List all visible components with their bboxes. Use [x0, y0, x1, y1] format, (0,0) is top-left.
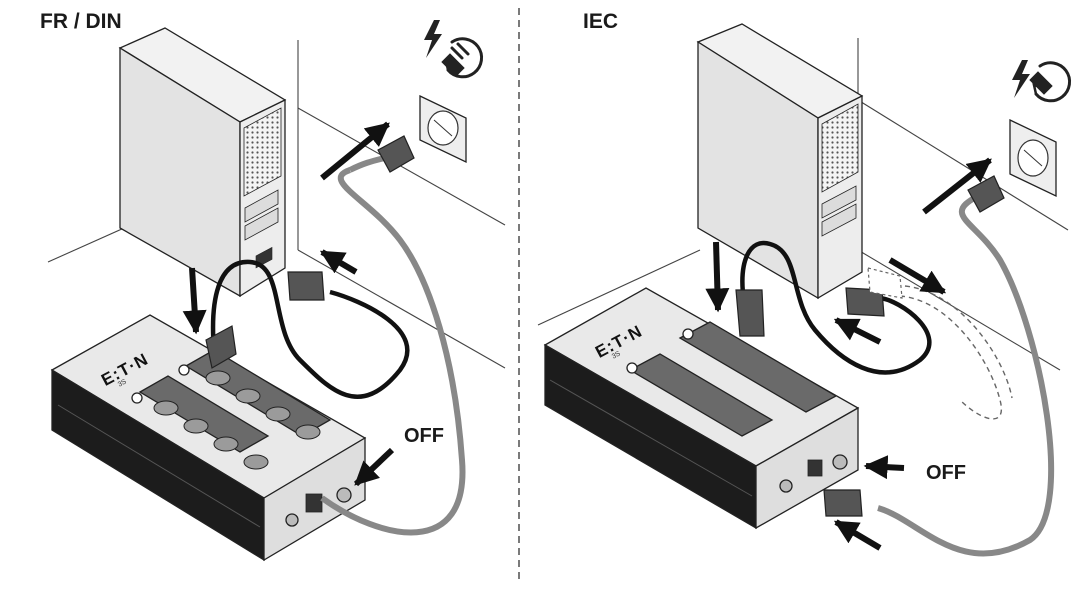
- power-plug-icon: [441, 37, 484, 79]
- power-plug-icon: [1029, 61, 1072, 103]
- panel-title-right: IEC: [583, 10, 619, 33]
- off-label-left: OFF: [404, 425, 444, 447]
- wall-outlet: [1009, 118, 1057, 198]
- lightning-icon: [424, 20, 442, 58]
- panel-title-left: FR / DIN: [40, 10, 122, 33]
- computer-tower: [696, 23, 864, 300]
- plugs: [205, 135, 415, 369]
- wall-outlet: [419, 94, 467, 164]
- ups-device: [50, 314, 367, 562]
- arrows: [182, 121, 395, 487]
- plugs: [735, 175, 1005, 517]
- arrows: [705, 157, 992, 551]
- ups-device: [543, 287, 860, 530]
- lightning-icon: [1012, 60, 1030, 98]
- left-panel: [47, 20, 506, 562]
- off-label-right: OFF: [926, 462, 966, 484]
- right-panel: [537, 23, 1072, 557]
- computer-tower: [118, 27, 287, 298]
